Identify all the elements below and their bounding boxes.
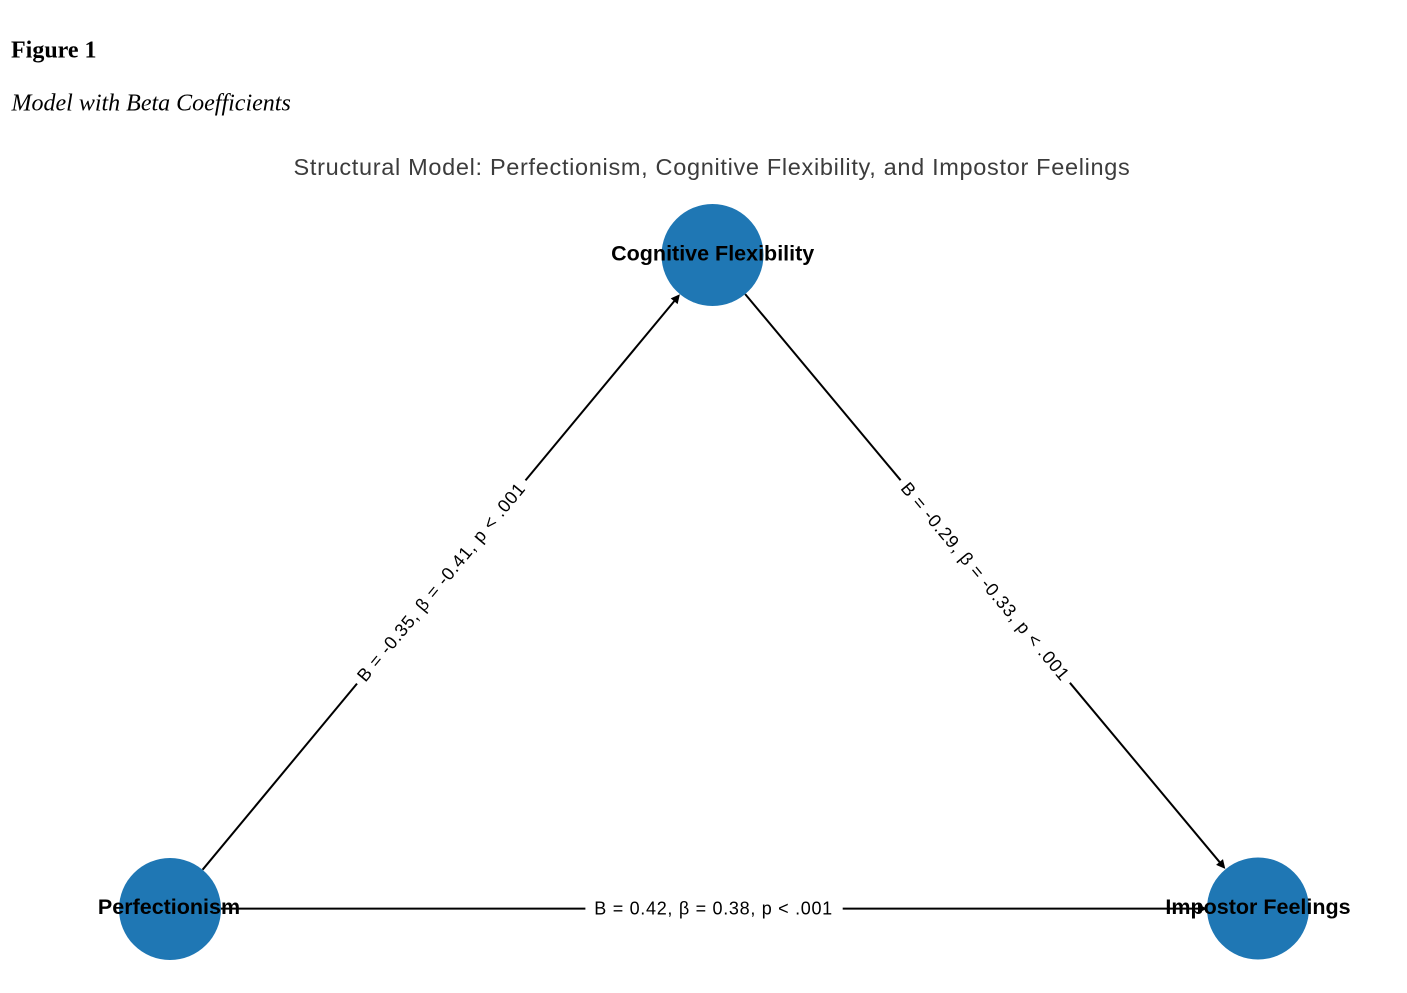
svg-text:B = -0.35, β = -0.41, p < .001: B = -0.35, β = -0.41, p < .001 <box>353 479 529 686</box>
svg-text:B = -0.29, β = -0.33, p < .001: B = -0.29, β = -0.33, p < .001 <box>897 478 1074 684</box>
svg-text:Model with Beta Coefficients: Model with Beta Coefficients <box>11 91 291 117</box>
svg-text:Impostor Feelings: Impostor Feelings <box>1165 895 1350 919</box>
svg-text:B = 0.42, β = 0.38, p < .001: B = 0.42, β = 0.38, p < .001 <box>594 899 833 919</box>
svg-text:Structural Model: Perfectionis: Structural Model: Perfectionism, Cogniti… <box>294 154 1131 180</box>
svg-text:Figure 1: Figure 1 <box>11 37 97 63</box>
svg-text:Perfectionism: Perfectionism <box>98 895 240 919</box>
svg-text:Cognitive Flexibility: Cognitive Flexibility <box>611 242 814 266</box>
